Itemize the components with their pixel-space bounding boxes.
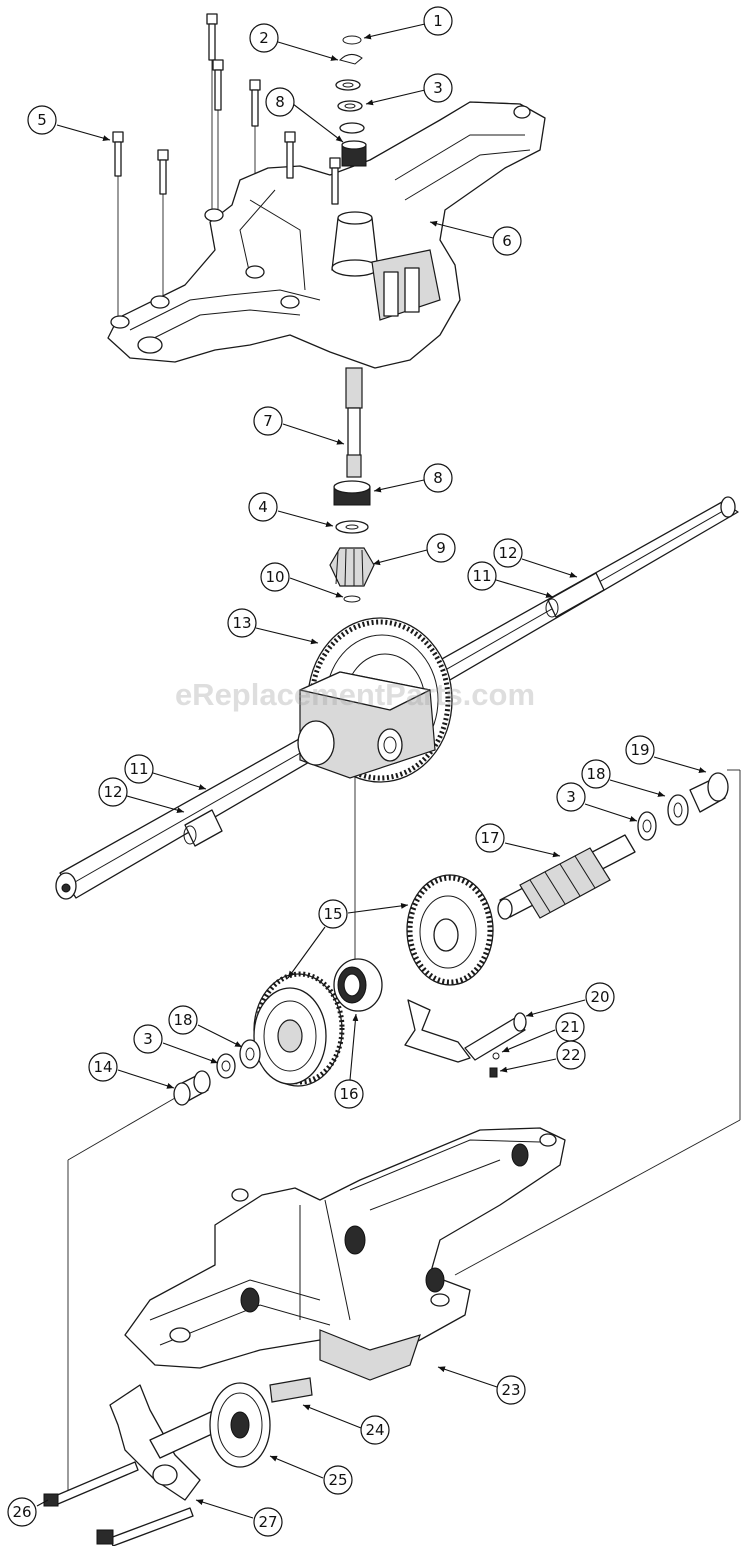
svg-text:21: 21	[560, 1018, 579, 1036]
callout-8b: 8	[423, 463, 453, 493]
svg-text:2: 2	[259, 29, 269, 47]
svg-text:6: 6	[502, 232, 512, 250]
svg-text:14: 14	[93, 1058, 112, 1076]
washer-4	[335, 520, 369, 534]
callout-11a: 11	[467, 561, 497, 591]
svg-text:12: 12	[103, 783, 122, 801]
svg-text:3: 3	[566, 788, 576, 806]
bevel-pinion-9	[329, 547, 375, 587]
brake-disc	[209, 1382, 271, 1468]
bolt-f	[284, 131, 296, 179]
countershaft	[497, 772, 729, 920]
brake-bracket	[109, 1384, 226, 1501]
svg-text:18: 18	[586, 765, 605, 783]
bolt-c	[206, 13, 218, 61]
bolt-a	[112, 131, 124, 177]
svg-text:27: 27	[258, 1513, 277, 1531]
input-shaft-hardware-top	[335, 35, 367, 167]
bolt-e	[249, 79, 261, 127]
callout-27: 27	[253, 1507, 283, 1537]
callout-9: 9	[426, 533, 456, 563]
lower-bearing	[333, 480, 371, 506]
svg-text:8: 8	[275, 93, 285, 111]
bolt-b	[157, 149, 169, 195]
callout-21: 21	[555, 1012, 585, 1042]
svg-text:3: 3	[143, 1030, 153, 1048]
callout-14: 14	[88, 1052, 118, 1082]
callout-18b: 18	[168, 1005, 198, 1035]
callout-11b: 11	[124, 754, 154, 784]
svg-text:4: 4	[258, 498, 268, 516]
callout-8: 8	[265, 87, 295, 117]
callout-19: 19	[625, 735, 655, 765]
svg-text:11: 11	[472, 567, 491, 585]
callout-13: 13	[227, 608, 257, 638]
svg-text:24: 24	[365, 1421, 384, 1439]
svg-text:9: 9	[436, 539, 446, 557]
axle-assembly	[55, 496, 739, 900]
svg-text:11: 11	[129, 760, 148, 778]
brake-bolts	[43, 1461, 194, 1546]
leader-lines	[36, 23, 707, 1519]
upper-housing	[107, 101, 546, 369]
callout-3: 3	[423, 73, 453, 103]
svg-text:5: 5	[37, 111, 47, 129]
callout-25: 25	[323, 1465, 353, 1495]
svg-text:23: 23	[501, 1381, 520, 1399]
callout-6: 6	[492, 226, 522, 256]
callout-2: 2	[249, 23, 279, 53]
callout-3b: 3	[556, 782, 586, 812]
svg-text:15: 15	[323, 905, 342, 923]
callout-26: 26	[7, 1497, 37, 1527]
shift-collar	[333, 958, 383, 1012]
svg-text:17: 17	[480, 829, 499, 847]
svg-text:7: 7	[263, 412, 273, 430]
svg-text:10: 10	[265, 568, 284, 586]
svg-text:26: 26	[12, 1503, 31, 1521]
bevel-gear-large	[406, 874, 494, 986]
spur-gear	[253, 971, 345, 1087]
callout-1: 1	[423, 6, 453, 36]
svg-text:8: 8	[433, 469, 443, 487]
svg-text:19: 19	[630, 741, 649, 759]
callout-3c: 3	[133, 1024, 163, 1054]
callout-12b: 12	[98, 777, 128, 807]
callout-7: 7	[253, 406, 283, 436]
bolt-d	[212, 59, 224, 111]
callout-10: 10	[260, 562, 290, 592]
callout-23: 23	[496, 1375, 526, 1405]
callout-18a: 18	[581, 759, 611, 789]
callout-5: 5	[27, 105, 57, 135]
housing-bolts	[112, 13, 341, 205]
svg-text:12: 12	[498, 544, 517, 562]
watermark-text: eReplacementParts.com	[175, 677, 535, 712]
callout-20: 20	[585, 982, 615, 1012]
retaining-ring-10	[343, 595, 361, 603]
brake-pad	[269, 1377, 313, 1403]
svg-text:20: 20	[590, 988, 609, 1006]
svg-text:3: 3	[433, 79, 443, 97]
left-washers-bushing	[173, 1039, 261, 1106]
shift-fork	[404, 999, 527, 1078]
callout-17: 17	[475, 823, 505, 853]
callout-24: 24	[360, 1415, 390, 1445]
svg-text:18: 18	[173, 1011, 192, 1029]
callout-22: 22	[556, 1040, 586, 1070]
svg-text:25: 25	[328, 1471, 347, 1489]
callout-15: 15	[318, 899, 348, 929]
svg-text:22: 22	[561, 1046, 580, 1064]
callout-12a: 12	[493, 538, 523, 568]
callout-16: 16	[334, 1079, 364, 1109]
svg-text:13: 13	[232, 614, 251, 632]
input-shaft	[345, 367, 363, 478]
callout-4: 4	[248, 492, 278, 522]
svg-text:1: 1	[433, 12, 443, 30]
callouts: 1 2 3 5 8 6 7 8 4 9 10 12 11 13 11 12 19…	[7, 6, 655, 1537]
lower-housing	[124, 1127, 566, 1381]
bolt-g	[329, 157, 341, 205]
svg-text:16: 16	[339, 1085, 358, 1103]
